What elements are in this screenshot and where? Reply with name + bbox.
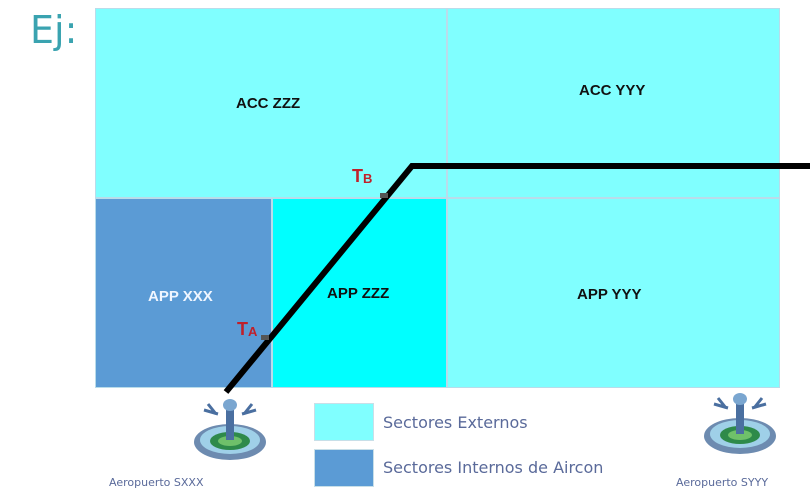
sector-app-xxx: APP XXX [95, 198, 272, 388]
legend-external-swatch [314, 403, 374, 441]
legend-internal-label: Sectores Internos de Aircon [383, 458, 604, 477]
slide-title: Ej: [30, 8, 78, 52]
sector-acc-zzz: ACC ZZZ [95, 8, 447, 198]
transfer-point-a-label: TA [237, 319, 257, 340]
transfer-point-b-label: TB [352, 166, 372, 187]
transfer-point-a-sub: A [248, 324, 258, 339]
sector-acc-yyy-label: ACC YYY [579, 82, 646, 99]
sector-app-zzz-label: APP ZZZ [327, 285, 390, 302]
sector-app-yyy-label: APP YYY [577, 286, 642, 303]
sector-app-zzz: APP ZZZ [272, 198, 447, 388]
transfer-point-a-marker [261, 335, 269, 340]
sector-acc-zzz-label: ACC ZZZ [236, 95, 301, 112]
transfer-point-b-main: T [352, 166, 363, 186]
sector-app-xxx-label: APP XXX [148, 288, 213, 305]
transfer-point-a-main: T [237, 319, 248, 339]
legend-external-label: Sectores Externos [383, 413, 528, 432]
flight-path-line [223, 163, 810, 394]
airport-control-tower-icon [704, 393, 776, 454]
transfer-point-b-marker [380, 193, 388, 198]
transfer-point-b-sub: B [363, 171, 373, 186]
airport-left-label: Aeropuerto SXXX [109, 476, 204, 489]
sector-app-yyy: APP YYY [447, 198, 780, 388]
airport-right-label: Aeropuerto SYYY [676, 476, 769, 489]
legend-internal-swatch [314, 449, 374, 487]
airport-control-tower-icon [194, 399, 266, 460]
